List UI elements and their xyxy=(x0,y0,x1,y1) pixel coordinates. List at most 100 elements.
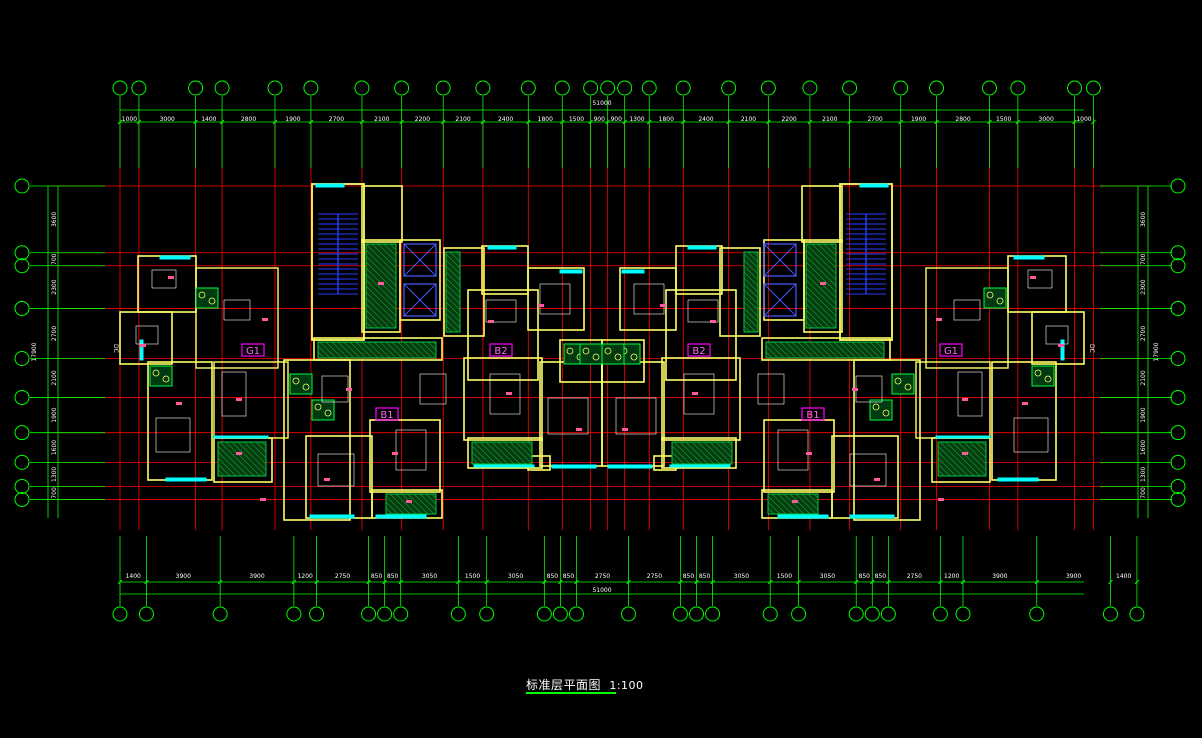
hatch-line xyxy=(515,441,533,459)
hatch-line xyxy=(445,295,461,311)
furniture xyxy=(687,299,719,323)
bath-fixture xyxy=(579,343,603,365)
side-dim-value: 2100 xyxy=(51,370,58,385)
unit-label: B2 xyxy=(494,346,507,357)
side-dim-value: 2300 xyxy=(51,279,58,294)
axis-bubble xyxy=(14,300,30,316)
hatch-line xyxy=(249,441,267,459)
axis-bubble xyxy=(955,606,971,622)
hatch-line xyxy=(833,341,851,359)
dim-tick xyxy=(291,579,297,585)
axis-bubble xyxy=(929,80,945,96)
dim-tick xyxy=(726,119,731,125)
bottom-dim-value: 1400 xyxy=(126,573,141,580)
bottom-dim-value: 850 xyxy=(699,573,711,580)
top-dim-value: 3000 xyxy=(1039,116,1054,123)
top-dim-value: 900 xyxy=(593,116,605,123)
hatch-line xyxy=(445,289,461,305)
axis-bubble xyxy=(14,454,30,470)
hatch-line xyxy=(957,441,987,471)
furniture xyxy=(539,283,571,315)
hatch-line xyxy=(679,441,703,465)
axis-bubble xyxy=(267,80,283,96)
furniture xyxy=(489,373,521,415)
window xyxy=(607,464,653,469)
hatch-line xyxy=(805,285,837,317)
hatch-line xyxy=(805,315,819,329)
room-tag xyxy=(262,318,268,321)
hatch-line xyxy=(811,243,837,269)
hatch-line xyxy=(433,341,437,345)
room-wall xyxy=(443,247,485,337)
hatch-line xyxy=(377,243,397,263)
unit-label: B1 xyxy=(806,410,819,421)
hatch-line xyxy=(685,441,709,465)
hatch-line xyxy=(473,441,497,465)
drawing-title: 标准层平面图 1:100 xyxy=(526,676,644,693)
building-plan xyxy=(119,183,1085,521)
axis-bubble xyxy=(1170,258,1186,274)
right-total-dimension: 17900 xyxy=(1153,342,1160,361)
window xyxy=(315,183,345,188)
window xyxy=(159,255,191,260)
hatch-line xyxy=(937,463,951,477)
unit-label: G1 xyxy=(246,346,260,357)
furniture xyxy=(221,371,247,417)
side-dim-value: 1600 xyxy=(51,440,58,455)
hatch-line xyxy=(821,341,839,359)
room-wall xyxy=(463,357,543,441)
hatch-line xyxy=(743,307,759,323)
hatch-line xyxy=(969,441,987,459)
dim-tick xyxy=(710,579,715,585)
hatch-line xyxy=(365,249,397,281)
axis-bubble xyxy=(791,606,807,622)
unit-label-box xyxy=(375,407,399,421)
dim-tick xyxy=(678,579,683,585)
furniture xyxy=(151,269,177,289)
axis-bubble xyxy=(981,80,997,96)
hatch-line xyxy=(445,325,453,333)
room-wall xyxy=(119,311,173,365)
hatch-line xyxy=(383,243,397,257)
furniture xyxy=(953,299,981,321)
dim-tick xyxy=(934,119,939,125)
room-tag xyxy=(1030,276,1036,279)
dim-tick xyxy=(1015,119,1021,125)
hatch-line xyxy=(219,441,255,477)
sink-icon xyxy=(614,353,622,361)
bath-fixture xyxy=(311,399,335,421)
sink-icon xyxy=(208,297,216,305)
room-tag xyxy=(488,320,494,323)
axis-bubble xyxy=(842,80,858,96)
axis-bubble xyxy=(848,606,864,622)
room-tag xyxy=(874,478,880,481)
bottom-dim-value: 2750 xyxy=(335,573,350,580)
hatch-line xyxy=(743,289,759,305)
bottom-dim-value: 1500 xyxy=(465,573,480,580)
axis-bubble xyxy=(689,606,705,622)
side-dim-value: 2700 xyxy=(1140,326,1147,341)
room-tag xyxy=(792,500,798,503)
room-tag xyxy=(622,428,628,431)
toilet-icon xyxy=(582,347,590,355)
axis-bubble xyxy=(450,606,466,622)
window xyxy=(997,477,1039,482)
axis-bubble xyxy=(138,606,154,622)
room-wall xyxy=(719,247,761,337)
axis-bubble xyxy=(552,606,568,622)
room-tag xyxy=(1022,402,1028,405)
axis-bubble xyxy=(864,606,880,622)
hatch-line xyxy=(365,243,397,275)
core-wall xyxy=(361,185,403,243)
axis-bubble xyxy=(1067,80,1083,96)
hatch-line xyxy=(445,313,461,329)
bottom-dim-value: 850 xyxy=(875,573,887,580)
room-tag xyxy=(392,452,398,455)
hatch-line xyxy=(413,493,435,515)
top-dim-value: 2100 xyxy=(374,116,389,123)
dim-tick xyxy=(588,119,594,125)
window xyxy=(487,245,517,250)
toilet-icon xyxy=(198,291,206,299)
